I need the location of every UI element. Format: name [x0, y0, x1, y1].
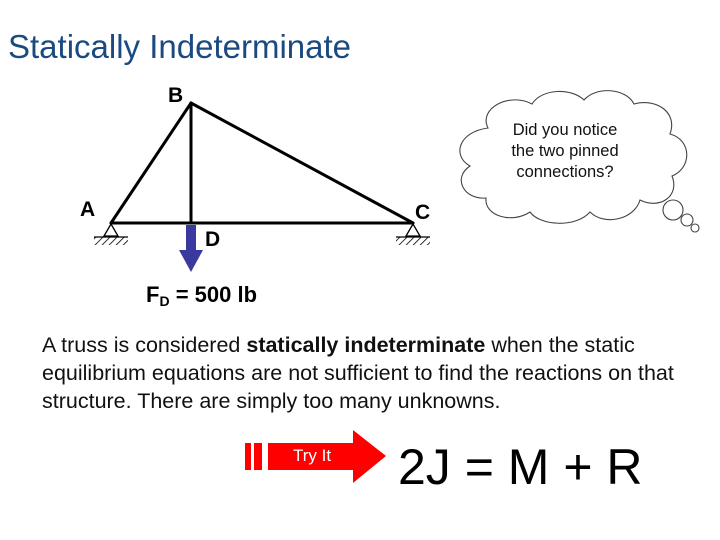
cloud-line-1: Did you notice	[512, 121, 618, 139]
force-value: = 500 lb	[169, 282, 258, 307]
body-text-pre: A truss is considered	[42, 333, 247, 357]
member-AB	[109, 101, 193, 225]
node-label-b: B	[168, 84, 184, 107]
force-subscript: D	[159, 293, 170, 309]
thought-cloud-icon	[459, 90, 700, 233]
try-it-arrow-icon[interactable]	[245, 430, 386, 483]
thought-cloud-text: Did you notice the two pinned connection…	[490, 120, 640, 183]
body-text-post: when the static equilibrium equations ar…	[42, 333, 674, 413]
member-BC	[189, 101, 415, 225]
force-label: FD = 500 lb	[146, 282, 257, 309]
cloud-line-2: the two pinned	[511, 142, 619, 160]
body-text-bold: statically indeterminate	[246, 333, 486, 357]
load-arrow-icon	[179, 225, 203, 272]
force-symbol: F	[146, 282, 160, 307]
equation: 2J = M + R	[398, 439, 643, 495]
cloud-line-3: connections?	[516, 163, 614, 181]
try-it-button[interactable]: Try It	[293, 446, 332, 465]
pin-support-c	[396, 222, 430, 245]
node-label-c: C	[415, 201, 431, 224]
node-label-d: D	[205, 228, 221, 251]
node-label-a: A	[80, 198, 96, 221]
pin-support-a	[94, 222, 128, 245]
truss-members	[109, 101, 415, 225]
body-paragraph: A truss is considered statically indeter…	[42, 331, 682, 415]
slide-title: Statically Indeterminate	[8, 28, 352, 65]
